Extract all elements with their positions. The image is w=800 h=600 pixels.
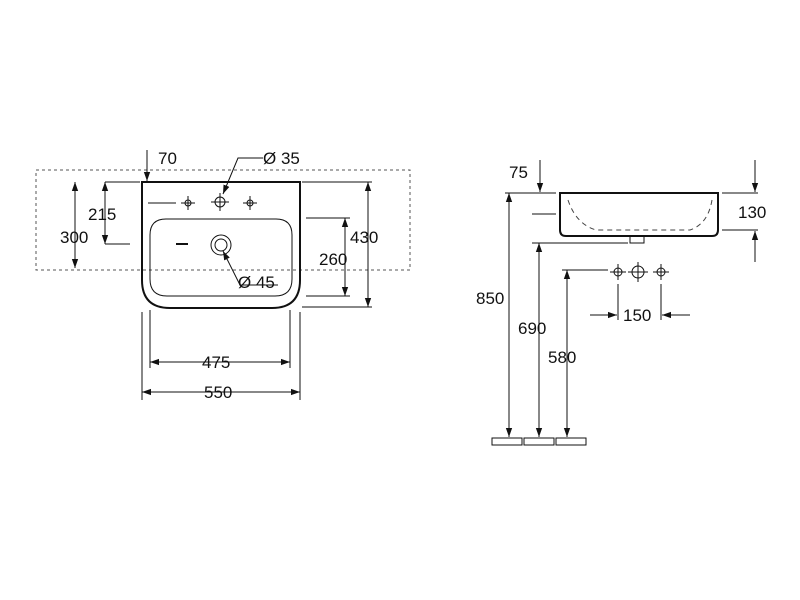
- dim-580-label: 580: [548, 348, 576, 367]
- supply-hole-center-icon: [628, 262, 648, 282]
- dim-260-label: 260: [319, 250, 347, 269]
- basin-bowl: [149, 218, 293, 297]
- floor-block-1: [491, 437, 523, 446]
- dim-130-label: 130: [738, 203, 766, 222]
- tap-hole-left-icon: [181, 196, 195, 210]
- tap-hole-center-icon: [211, 193, 229, 211]
- waste-spigot: [629, 235, 645, 244]
- wall-outline: [35, 169, 411, 271]
- dim-475-label: 475: [202, 353, 230, 372]
- leader-waste-hole: [222, 250, 278, 286]
- dim-75-label: 75: [509, 163, 528, 182]
- basin-bowl-hidden: [567, 199, 713, 231]
- side-view: 75 130 150 850 690 580: [476, 160, 766, 446]
- dim-850-label: 850: [476, 289, 504, 308]
- dim-215-label: 215: [88, 205, 116, 224]
- waste-outlet-icon: [210, 234, 232, 256]
- dim-690-label: 690: [518, 319, 546, 338]
- dim-430-label: 430: [350, 228, 378, 247]
- dim-550-label: 550: [204, 383, 232, 402]
- dim-150-label: 150: [623, 306, 651, 325]
- dim-300-label: 300: [60, 228, 88, 247]
- basin-profile: [559, 192, 719, 237]
- tap-hole-right-icon: [243, 196, 257, 210]
- floor-block-3: [555, 437, 587, 446]
- floor-block-2: [523, 437, 555, 446]
- basin-outline: [141, 181, 301, 309]
- supply-hole-right-icon: [653, 264, 669, 280]
- leader-tap-hole: [222, 157, 263, 195]
- dim-tap-hole-label: Ø 35: [263, 149, 300, 168]
- dim-waste-hole-label: Ø 45: [238, 273, 275, 292]
- dim-70-label: 70: [158, 149, 177, 168]
- front-view: 70 Ø 35 215 300 430 260 Ø 45 475 550: [35, 149, 411, 402]
- supply-hole-left-icon: [610, 264, 626, 280]
